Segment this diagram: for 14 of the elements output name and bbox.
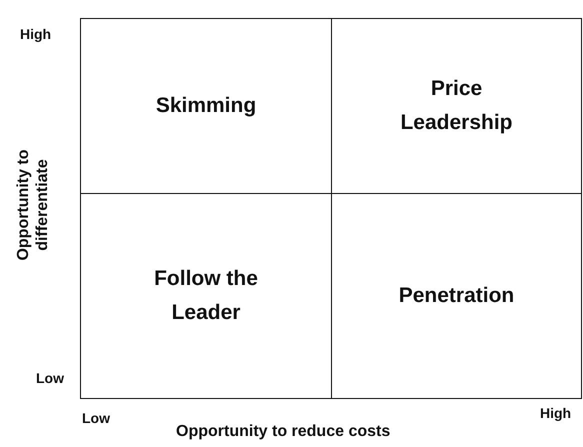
quadrant-cell [331, 18, 582, 194]
quadrant-label: Price Leadership [399, 76, 514, 136]
axis-tick-label: High [20, 26, 52, 42]
quadrant-cell [80, 193, 332, 399]
axis-tick-label: High [540, 405, 572, 421]
axis-tick-label: Low [82, 410, 110, 426]
quadrant-label: Follow the Leader [153, 266, 259, 326]
quadrant-label: Penetration [398, 283, 514, 309]
axis-title: Opportunity to differentiate [14, 148, 52, 263]
quadrant-cell [80, 18, 332, 194]
quadrant-label: Skimming [156, 93, 256, 119]
axis-title: Opportunity to reduce costs [176, 423, 390, 441]
quadrant-cell [331, 193, 582, 399]
axis-tick-label: Low [36, 370, 64, 386]
